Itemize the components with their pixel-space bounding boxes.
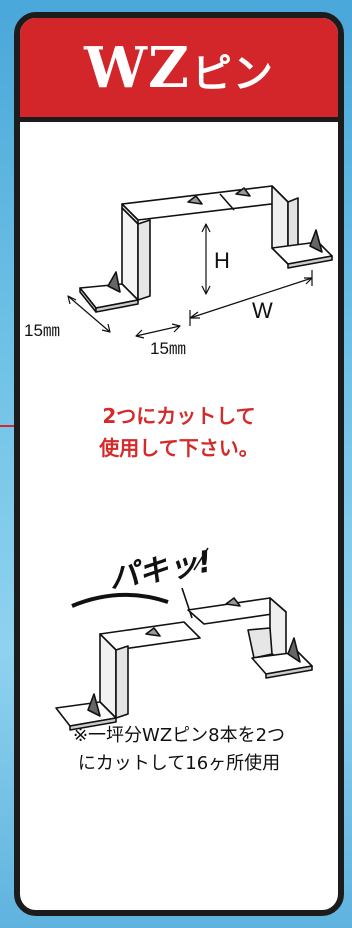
cut-instruction: 2つにカットして 使用して下さい。 — [20, 400, 338, 464]
snap-sound-text: パキッ! — [106, 544, 214, 596]
title-latin: WZ — [84, 34, 190, 101]
dim-w-label: W — [252, 298, 273, 323]
background-accent-line — [0, 425, 18, 427]
dim-bottom-label: 15㎜ — [150, 339, 186, 358]
cut-instruction-line-1: 2つにカットして — [102, 404, 256, 428]
product-card: WZピン — [14, 12, 344, 916]
usage-note-line-2: にカットして16ヶ所使用 — [77, 753, 281, 774]
cut-instruction-line-2: 使用して下さい。 — [99, 436, 259, 460]
dim-h-label: H — [214, 248, 230, 273]
pin-cut-illustration: パキッ! — [55, 544, 313, 731]
header-banner: WZピン — [20, 18, 338, 122]
pin-full-illustration: H W 15㎜ 15㎜ — [24, 185, 333, 358]
title-kana: ピン — [191, 50, 274, 97]
usage-note-line-1: ※一坪分WZピン8本を2つ — [72, 725, 286, 746]
dim-left-label: 15㎜ — [24, 321, 60, 340]
usage-note: ※一坪分WZピン8本を2つ にカットして16ヶ所使用 — [20, 722, 338, 778]
product-title: WZピン — [84, 35, 274, 101]
